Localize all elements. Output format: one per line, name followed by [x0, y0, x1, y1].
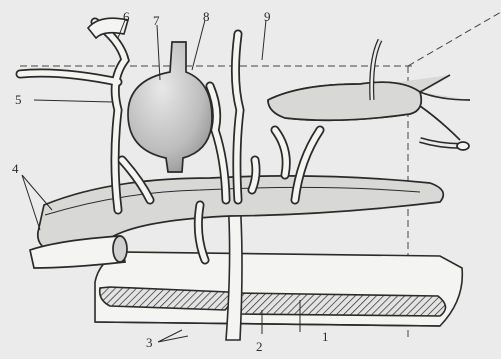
label-5: 5	[15, 92, 22, 107]
upper-right-duct	[268, 40, 470, 150]
gland-bulb	[128, 42, 212, 172]
muscle-block	[95, 252, 462, 326]
label-7: 7	[153, 13, 160, 28]
label-9: 9	[264, 9, 271, 24]
muscle-fiber-right	[234, 293, 445, 316]
label-1: 1	[322, 329, 329, 344]
label-3: 3	[146, 335, 153, 350]
label-6: 6	[123, 9, 130, 24]
label-2: 2	[256, 339, 263, 354]
label-4: 4	[12, 161, 19, 176]
label-8: 8	[203, 9, 210, 24]
